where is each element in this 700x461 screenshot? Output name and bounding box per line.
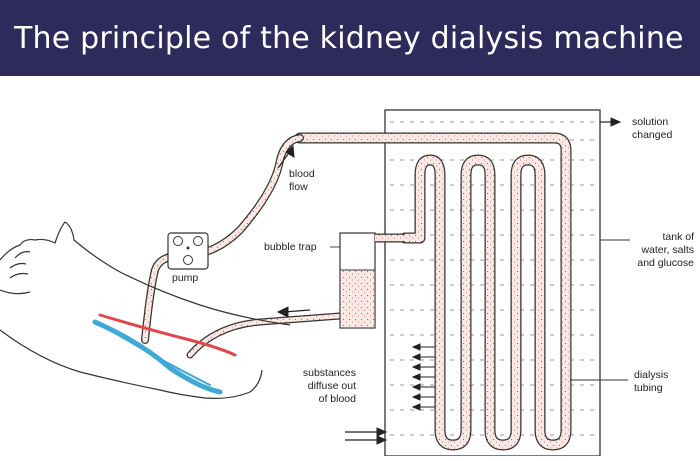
leader-lines bbox=[330, 239, 630, 381]
diagram-canvas: solution changed blood flow bubble trap … bbox=[0, 76, 700, 457]
arm-veins bbox=[92, 313, 237, 395]
diffusion-arrows bbox=[411, 343, 435, 411]
bubble-trap bbox=[339, 232, 405, 329]
dialysis-diagram bbox=[0, 109, 630, 457]
label-tank: tank of water, salts and glucose bbox=[637, 231, 694, 269]
label-blood-flow: blood flow bbox=[289, 168, 315, 193]
label-solution-changed: solution changed bbox=[632, 116, 673, 141]
label-pump: pump bbox=[172, 272, 199, 284]
label-substances: substances diffuse out of blood bbox=[302, 367, 356, 405]
blood-tube-in bbox=[141, 134, 304, 344]
blood-tube-return bbox=[186, 312, 344, 359]
label-bubble-trap: bubble trap bbox=[264, 241, 317, 253]
flow-arrows bbox=[276, 117, 622, 445]
label-dialysis-tubing: dialysis tubing bbox=[634, 369, 669, 394]
dialysis-tubing bbox=[294, 132, 572, 451]
diagram-title: The principle of the kidney dialysis mac… bbox=[14, 20, 684, 56]
title-banner: The principle of the kidney dialysis mac… bbox=[0, 0, 700, 76]
arm-illustration bbox=[0, 221, 291, 399]
pump-icon bbox=[167, 232, 209, 270]
